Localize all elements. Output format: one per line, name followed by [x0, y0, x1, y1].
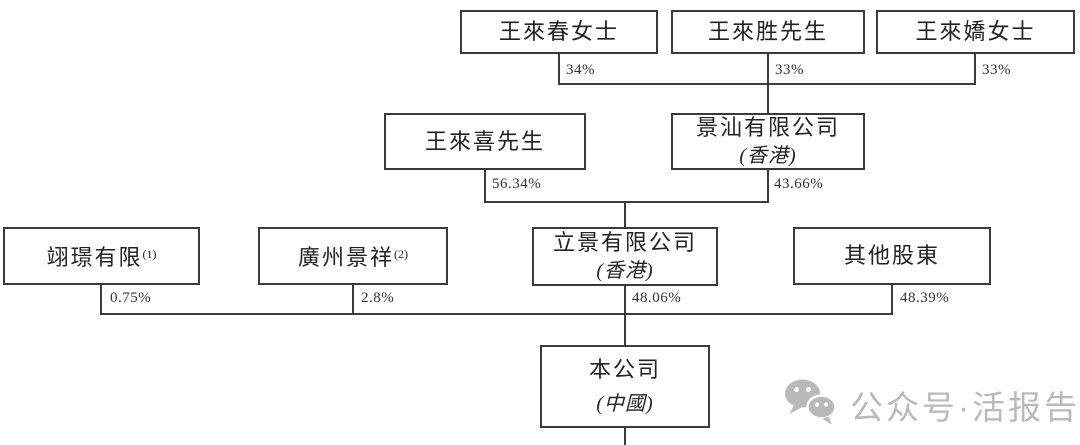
ownership-pct-jingxiang: 2.8%: [361, 290, 395, 306]
connector-tier1-bus: [558, 83, 976, 85]
ownership-pct-chun: 34%: [566, 62, 595, 78]
footnote-marker: (1): [142, 247, 157, 261]
node-label: 王來春女士: [498, 19, 619, 44]
node-label: 王來胜先生: [707, 19, 828, 44]
footnote-marker: (2): [394, 247, 408, 261]
connector-chun-down: [558, 54, 560, 85]
node-other-shareholders: 其他股東: [793, 227, 991, 285]
ownership-pct-xi: 56.34%: [492, 176, 542, 192]
ownership-pct-yijing: 0.75%: [110, 290, 152, 306]
node-yijing: 翊璟有限(1): [3, 227, 200, 285]
connector-tier3-bus: [100, 313, 893, 315]
node-label: 王來嬌女士: [915, 19, 1036, 44]
node-wang-lai-jiao: 王來嬌女士: [876, 10, 1075, 54]
connector-yijing-down: [100, 285, 102, 315]
connector-jiao-down: [974, 54, 976, 85]
connector-jingxiang-down: [352, 285, 354, 315]
node-jingshan-hk: 景汕有限公司 (香港): [671, 113, 865, 170]
wechat-icon: [783, 378, 837, 431]
node-label: 立景有限公司: [552, 229, 697, 255]
node-sublabel: (香港): [596, 259, 654, 282]
watermark: 公众号·活报告: [783, 378, 1080, 431]
connector-jingshan-down: [767, 170, 769, 203]
connector-to-lijing: [624, 203, 626, 227]
node-label: 翊璟有限(1): [46, 245, 157, 270]
ownership-pct-others: 48.39%: [900, 290, 950, 306]
ownership-pct-lijing: 48.06%: [632, 290, 682, 306]
node-label: 其他股東: [843, 243, 940, 268]
ownership-pct-jiao: 33%: [982, 62, 1011, 78]
node-wang-lai-xi: 王來喜先生: [384, 113, 586, 170]
node-sublabel: (香港): [739, 144, 797, 167]
connector-to-company: [624, 315, 626, 345]
node-wang-lai-sheng: 王來胜先生: [671, 10, 865, 54]
connector-tier2-bus: [484, 201, 769, 203]
node-label: 景汕有限公司: [695, 114, 840, 140]
node-guangzhou-jingxiang: 廣州景祥(2): [258, 227, 448, 285]
ownership-pct-sheng: 33%: [775, 62, 804, 78]
watermark-text: 公众号·活报告: [850, 388, 1080, 426]
connector-company-down: [624, 428, 626, 445]
node-label: 本公司: [588, 356, 661, 382]
connector-others-down: [891, 285, 893, 315]
node-company-prc: 本公司 (中國): [540, 345, 710, 428]
node-wang-lai-chun: 王來春女士: [460, 10, 658, 54]
node-sublabel: (中國): [596, 392, 654, 415]
node-label: 王來喜先生: [424, 128, 545, 154]
connector-xi-down: [484, 170, 486, 203]
connector-lijing-down: [624, 286, 626, 315]
node-lijing-hk: 立景有限公司 (香港): [532, 227, 718, 286]
node-label: 廣州景祥(2): [297, 245, 408, 270]
ownership-pct-jingshan: 43.66%: [774, 176, 824, 192]
